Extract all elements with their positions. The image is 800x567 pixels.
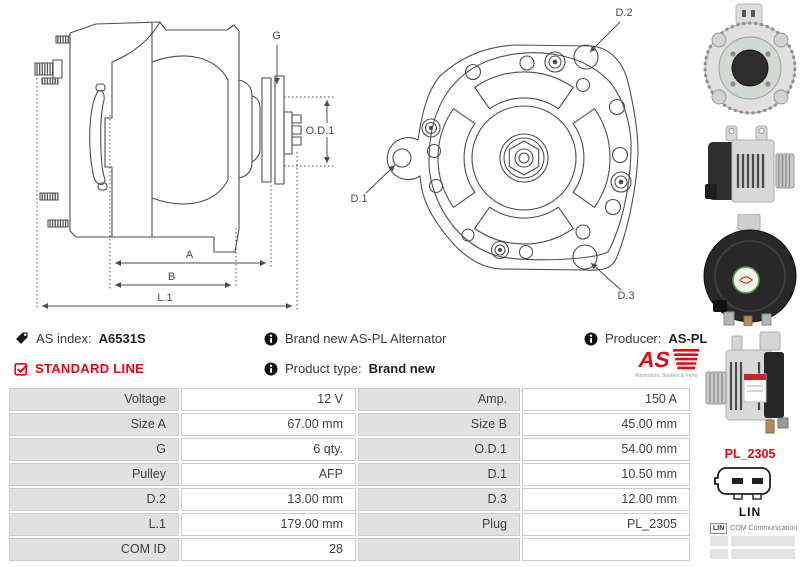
spec-value: 54.00 mm [522,438,690,461]
spec-label: D.2 [9,488,179,511]
plug-connector-diagram [714,467,771,500]
plug-pin-2 [752,478,763,484]
spec-value: 12.00 mm [522,488,690,511]
plug-legend-header: LIN COM Communication [710,522,798,534]
plug-pin-1 [732,478,743,484]
spec-label: Size B [358,413,520,436]
description-text: Brand new AS-PL Alternator [285,331,447,346]
legend-placeholder-row [710,549,798,559]
spec-label: Size A [9,413,179,436]
dim-label-l1: L.1 [157,292,172,304]
plug-legend: LIN COM Communication [710,522,798,559]
as-index-label: AS index: [36,331,92,346]
producer-row: Producer: AS-PL [584,330,707,347]
spec-value: 45.00 mm [522,413,690,436]
product-photo-side-right [705,125,795,203]
legend-placeholder-row [710,536,798,546]
product-type-row: Product type: Brand new [264,360,435,377]
spec-label: L.1 [9,513,179,536]
spec-value: 28 [181,538,356,561]
spec-value: 179.00 mm [181,513,356,536]
dim-label-g: G [272,30,282,42]
spec-value: PL_2305 [522,513,690,536]
spec-label: Amp. [358,388,520,411]
spec-label: Voltage [9,388,179,411]
spec-label: D.3 [358,488,520,511]
spec-value: 150 A [522,388,690,411]
as-index-value: A6531S [98,331,146,346]
side-view-drawing: G O.D.1 A B L.1 [34,21,337,310]
dim-label-od1: O.D.1 [306,125,335,137]
producer-value: AS-PL [668,331,708,346]
product-photo-rear [703,214,797,326]
as-pl-logo: AS Alternators, Starters & Parts [635,347,700,379]
standard-line-label: STANDARD LINE [35,361,145,376]
product-photo-side-left [705,331,789,434]
dim-label-a: A [186,249,194,261]
plug-legend-key: LIN [710,522,728,534]
info-icon [264,332,278,345]
spec-value: 67.00 mm [181,413,356,436]
spec-table: Voltage 12 V Amp. 150 A Size A 67.00 mm … [9,388,690,561]
plug-legend-desc: COM Communication [730,524,798,532]
spec-label: Plug [358,513,520,536]
tag-icon [16,332,28,344]
spec-value: 6 qty. [181,438,356,461]
spec-label: O.D.1 [358,438,520,461]
dim-label-d1: D.1 [350,193,367,205]
spec-label: D.1 [358,463,520,486]
spec-label: Pulley [9,463,179,486]
dim-label-d2: D.2 [615,7,632,19]
product-type-value: Brand new [368,361,436,376]
product-photo-front [703,3,797,115]
plug-name: PL_2305 [724,447,776,461]
spec-label [358,538,520,561]
spec-value: 13.00 mm [181,488,356,511]
logo-text: AS [636,347,672,372]
dim-label-b: B [168,271,176,283]
product-type-label: Product type: [285,361,362,376]
as-index-row: AS index: A6531S [14,330,146,347]
spec-value: 12 V [181,388,356,411]
spec-label: COM ID [9,538,179,561]
standard-line-row: STANDARD LINE [14,360,144,377]
description-row: Brand new AS-PL Alternator [264,330,446,347]
checkbox-checked-icon [14,362,28,376]
producer-label: Producer: [605,331,662,346]
front-view-drawing: D.2 D.1 D.3 [350,7,639,302]
info-icon [264,362,278,375]
spec-label: G [9,438,179,461]
plug-pin-label: LIN [738,505,762,519]
spec-value: 10.50 mm [522,463,690,486]
dim-label-d3: D.3 [617,290,634,302]
info-icon [584,332,598,345]
spec-value [522,538,690,561]
logo-tagline: Alternators, Starters & Parts [635,373,698,379]
spec-value: AFP [181,463,356,486]
